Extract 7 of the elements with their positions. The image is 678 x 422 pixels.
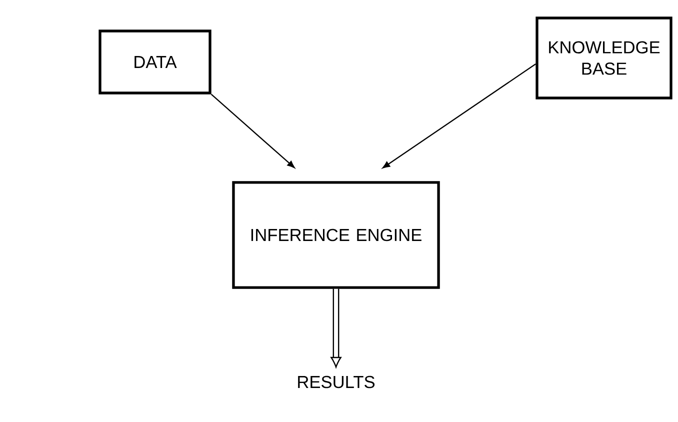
process-box: DATA xyxy=(98,30,212,94)
process-box: KNOWLEDGE BASE xyxy=(536,16,672,100)
process-box: INFERENCE ENGINE xyxy=(232,181,440,289)
result-text: RESULTS xyxy=(298,376,375,388)
arrow xyxy=(210,94,295,168)
arrow xyxy=(330,288,342,368)
arrow xyxy=(382,64,536,168)
